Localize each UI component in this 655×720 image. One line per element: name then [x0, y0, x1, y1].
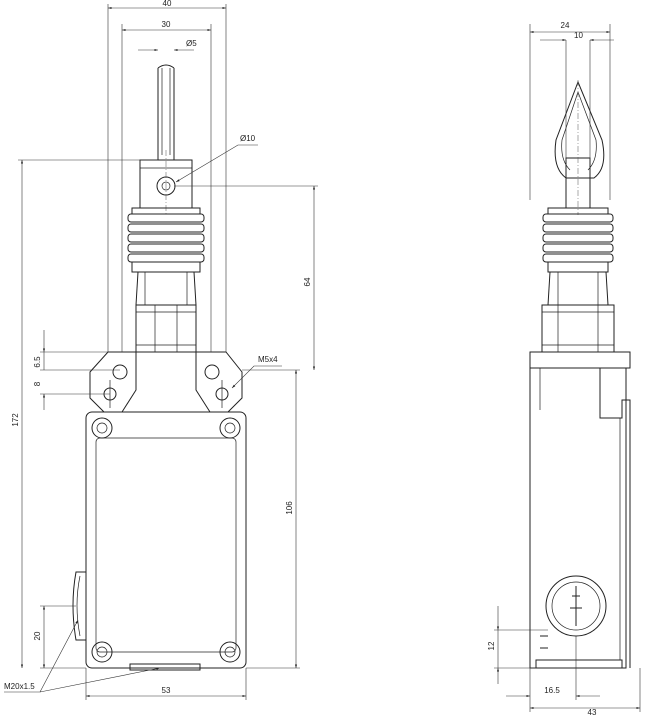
side-stem-and-nut: [541, 271, 615, 353]
mounting-flange: [89, 351, 243, 413]
dim-thread-cable: M20x1.5: [4, 682, 35, 691]
dimensions-side: 24 10 12 16.5 43: [487, 21, 641, 717]
bellows: [127, 207, 205, 273]
dim-side-width-top: 24: [561, 21, 570, 30]
dim-side-height-small: 12: [487, 641, 496, 650]
dim-height-upper: 64: [303, 277, 312, 286]
actuator-rope: [157, 64, 175, 160]
dim-width-body: 53: [162, 686, 171, 695]
dim-height-cable: 20: [33, 631, 42, 640]
dim-dia-roller: Ø10: [240, 134, 256, 143]
dim-dia-rope: Ø5: [186, 39, 197, 48]
main-body: [85, 411, 247, 671]
screw-icon: [219, 641, 241, 663]
stem-and-nut: [135, 271, 197, 353]
dim-height-total: 172: [11, 413, 20, 427]
screw-icon: [91, 417, 113, 439]
dimensions-front: 40 30 Ø5 Ø10 172 64 6.5 8: [4, 0, 318, 700]
side-bellows: [542, 207, 614, 273]
screw-icon: [91, 641, 113, 663]
dim-offset-b: 8: [33, 381, 42, 386]
rope-loop: [554, 80, 605, 215]
dim-side-depth-total: 43: [588, 708, 597, 717]
dim-thread-mount: M5x4: [258, 355, 278, 364]
side-view: 24 10 12 16.5 43: [487, 21, 641, 717]
dim-height-body: 106: [285, 501, 294, 515]
screw-icon: [219, 417, 241, 439]
cable-gland: [72, 571, 86, 641]
dim-side-width-inner: 10: [574, 31, 583, 40]
side-body: [529, 351, 631, 669]
dim-offset-a: 6.5: [33, 356, 42, 368]
front-view: 40 30 Ø5 Ø10 172 64 6.5 8: [4, 0, 318, 700]
dim-width-top: 40: [163, 0, 172, 8]
dim-width-inner: 30: [162, 20, 171, 29]
dim-side-depth-partial: 16.5: [544, 686, 560, 695]
